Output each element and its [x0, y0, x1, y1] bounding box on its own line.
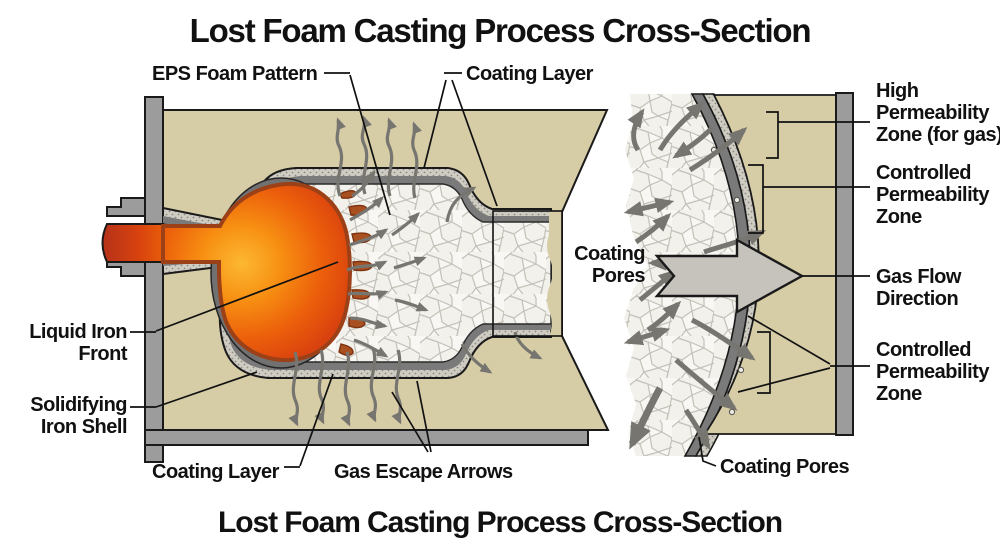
- label-solidifying-iron-shell: Iron Shell: [41, 416, 127, 438]
- label-high-permeability-zone: Permeability: [876, 102, 990, 124]
- gas-arrow: [385, 117, 397, 197]
- leader-gas-escape: [391, 380, 432, 453]
- gas-arrow: [349, 316, 388, 330]
- gas-arrow: [349, 195, 385, 222]
- sprue-flange-upper: [106, 197, 146, 217]
- label-gas-escape-arrows: Gas Escape Arrows: [334, 461, 513, 483]
- gas-arrow: [353, 338, 389, 358]
- label-eps-foam-pattern: EPS Foam Pattern: [152, 63, 317, 85]
- label-controlled-permeability-upper: Controlled: [876, 162, 971, 184]
- gas-arrow: [366, 347, 378, 423]
- gas-arrow: [683, 408, 711, 450]
- label-coating-pores-side: Pores: [592, 265, 645, 287]
- gas-arrow: [411, 121, 422, 199]
- gas-arrow: [351, 169, 376, 198]
- label-controlled-permeability-lower: Zone: [876, 383, 922, 405]
- label-gas-flow-direction: Gas Flow: [876, 266, 962, 288]
- label-high-permeability-zone: High: [876, 80, 918, 102]
- leader-lines: [130, 72, 870, 468]
- labels-left: EPS Foam Pattern Coating Layer Liquid Ir…: [29, 63, 594, 483]
- gas-arrow: [346, 260, 388, 272]
- label-controlled-permeability-upper: Zone: [876, 206, 922, 228]
- gas-arrow: [657, 101, 706, 152]
- labels-detail: Coating Pores High Permeability Zone (fo…: [574, 80, 1000, 478]
- page-title-bottom: Lost Foam Casting Process Cross-Section: [218, 506, 782, 539]
- leader-coating-bottom: [284, 373, 334, 468]
- detail-gas-arrows: [623, 101, 767, 450]
- label-gas-flow-direction: Direction: [876, 288, 958, 310]
- detail-right-wall: [835, 92, 854, 436]
- label-coating-pores-side: Coating: [574, 243, 645, 265]
- bracket-controlled-upper: [748, 164, 764, 234]
- label-liquid-iron-front: Liquid Iron: [29, 321, 127, 343]
- gas-arrow: [638, 269, 678, 302]
- sprue-iron-inlet: [101, 223, 164, 263]
- gas-arrow: [347, 290, 389, 300]
- leader-eps-foam: [324, 72, 391, 216]
- liquid-iron-front-area: [161, 181, 352, 363]
- leader-solidifying-shell: [130, 371, 258, 408]
- gas-arrow: [393, 256, 427, 270]
- gas-arrow: [340, 351, 352, 427]
- label-controlled-permeability-lower: Controlled: [876, 339, 971, 361]
- gas-arrow: [445, 186, 477, 223]
- label-controlled-permeability-lower: Permeability: [876, 361, 990, 383]
- label-coating-layer-bottom: Coating Layer: [152, 461, 280, 483]
- label-coating-pores-bottom: Coating Pores: [720, 456, 849, 478]
- gas-arrow: [391, 349, 403, 425]
- gas-arrow-double: [623, 197, 675, 217]
- boss-cut-sand-sliver: [547, 211, 562, 336]
- gas-flow-direction-arrow: [654, 237, 805, 315]
- gas-arrow: [703, 229, 767, 255]
- detail-panel: [623, 92, 854, 457]
- gas-arrow: [628, 386, 664, 450]
- gas-arrow: [460, 343, 493, 374]
- label-controlled-permeability-upper: Permeability: [876, 184, 990, 206]
- label-solidifying-iron-shell: Solidifying: [30, 394, 127, 416]
- label-liquid-iron-front: Front: [78, 343, 127, 365]
- label-high-permeability-zone: Zone (for gas): [876, 124, 1000, 146]
- gas-arrow: [634, 212, 672, 245]
- gas-arrow: [288, 351, 300, 427]
- gas-arrow: [672, 126, 714, 159]
- gas-arrow: [627, 108, 645, 152]
- gas-arrow: [391, 211, 421, 237]
- leader-coating-pores-bottom: [698, 436, 717, 467]
- gas-arrow: [394, 298, 429, 312]
- gas-arrow: [646, 300, 682, 333]
- leader-controlled-lower: [737, 315, 870, 393]
- gas-arrow-double: [623, 326, 671, 346]
- gas-arrow: [688, 127, 748, 173]
- bracket-controlled-lower: [757, 331, 771, 394]
- flask-bottom-wall: [144, 429, 589, 446]
- zoom-region-box: [492, 210, 563, 337]
- gas-arrow: [513, 331, 543, 360]
- leader-coating-top: [423, 72, 498, 207]
- leader-liquid-iron: [130, 261, 339, 333]
- bracket-high-permeability: [766, 111, 779, 159]
- gas-arrow: [674, 358, 738, 411]
- page-title-top: Lost Foam Casting Process Cross-Section: [190, 12, 811, 49]
- gas-arrow: [335, 117, 346, 197]
- gas-arrow: [348, 228, 389, 247]
- gas-arrow: [314, 349, 326, 425]
- label-coating-layer-top: Coating Layer: [466, 63, 594, 85]
- gas-arrow: [690, 317, 756, 361]
